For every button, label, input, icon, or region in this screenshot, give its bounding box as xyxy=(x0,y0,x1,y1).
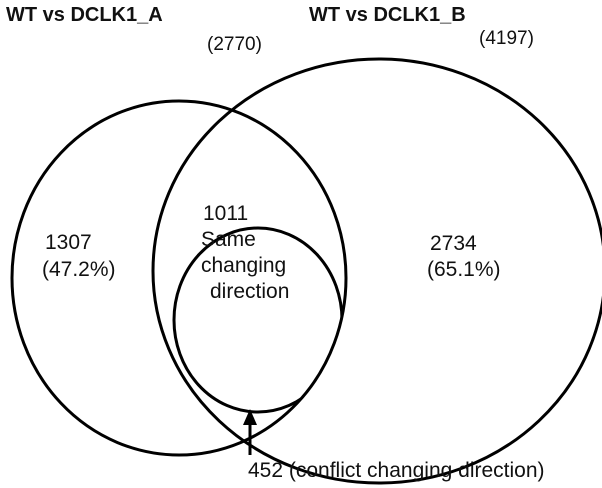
set-a-title: WT vs DCLK1_A xyxy=(6,4,163,26)
set-a-only-count: 1307 xyxy=(45,231,92,254)
overlap-label-line2: changing xyxy=(201,254,287,277)
set-a-total: (2770) xyxy=(207,34,262,55)
set-b-only-count: 2734 xyxy=(430,232,477,255)
conflict-arrow-head xyxy=(243,409,257,425)
set-a-circle xyxy=(10,99,348,457)
overlap-label-line1: Same xyxy=(201,228,256,251)
conflict-label: 452 (conflict changing direction) xyxy=(248,459,545,482)
set-b-circle xyxy=(151,57,602,485)
set-b-title: WT vs DCLK1_B xyxy=(309,4,466,26)
overlap-count: 1011 xyxy=(203,202,249,225)
set-b-only-percent: (65.1%) xyxy=(427,258,501,281)
set-b-total: (4197) xyxy=(479,28,534,49)
overlap-label-line3: direction xyxy=(210,280,290,303)
set-a-only-percent: (47.2%) xyxy=(42,258,116,281)
